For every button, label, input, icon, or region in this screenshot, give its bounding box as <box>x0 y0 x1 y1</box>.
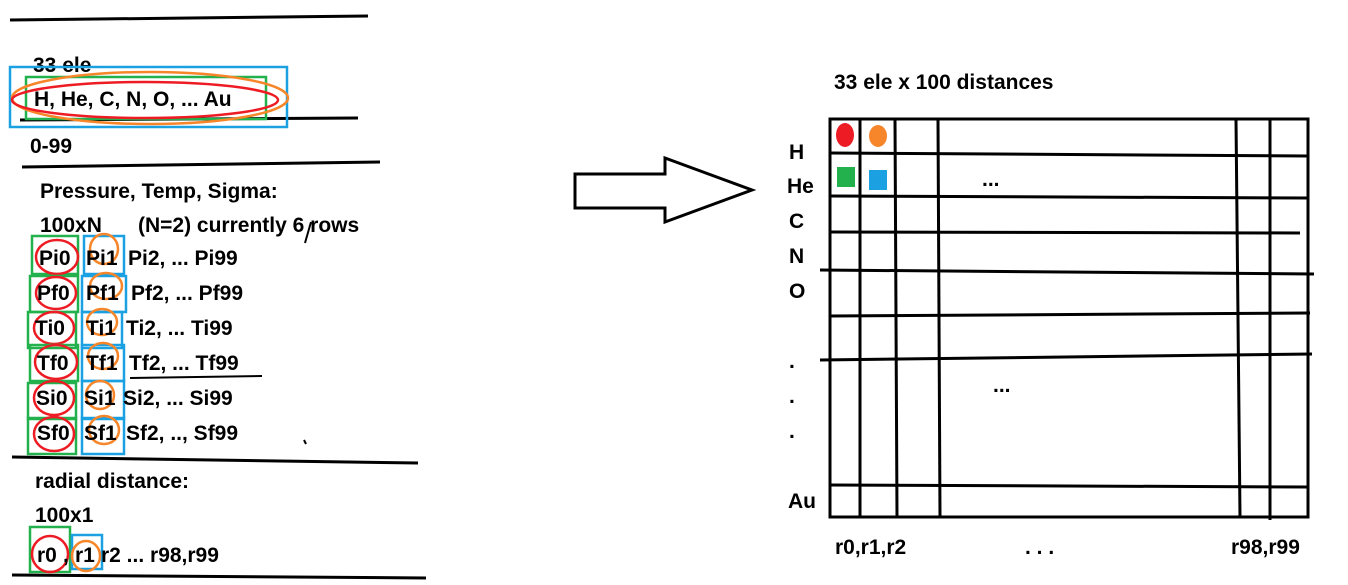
orange-ellipse <box>88 271 124 301</box>
right-panel: 33 ele x 100 distances H He <box>787 71 1315 559</box>
red-ellipse <box>32 379 76 417</box>
row-first-cell: Ti0 <box>35 317 65 340</box>
row-rest-cells: Ti2, ... Ti99 <box>126 317 233 340</box>
radial-separator: , <box>63 544 69 567</box>
row-rest-cells: Si2, ... Si99 <box>123 387 233 410</box>
red-ellipse <box>33 343 79 381</box>
index-range: 0-99 <box>30 135 72 158</box>
radial-second-cell: r1 <box>75 544 95 567</box>
row-second-cell: Si1 <box>84 387 116 410</box>
row-second-cell: Ti1 <box>86 317 116 340</box>
row-first-cell: Pi0 <box>39 247 71 270</box>
matrix-title: 33 ele x 100 distances <box>834 71 1054 94</box>
orange-ellipse <box>84 379 116 411</box>
row-label: Au <box>788 490 816 513</box>
radial-shape: 100x1 <box>35 504 94 527</box>
separator-line <box>11 455 419 465</box>
separator-line <box>9 14 369 22</box>
grid-row-line <box>829 230 1301 235</box>
pen-stroke <box>304 221 312 244</box>
inner-ellipsis: ... <box>993 374 1011 397</box>
radial-header: radial distance: <box>35 470 189 493</box>
table-row: Pf0 Pf1 Pf2, ... Pf99 <box>28 271 243 314</box>
row-second-cell: Sf1 <box>84 422 117 445</box>
grid-row-line <box>829 311 1311 318</box>
radial-row: r0 , r1 r2 ... r98,r99 <box>28 525 219 574</box>
green-marker <box>837 167 855 187</box>
grid-row-line <box>819 352 1313 362</box>
row-second-cell: Pi1 <box>86 247 118 270</box>
underline <box>129 375 263 379</box>
row-label: C <box>789 210 804 233</box>
orange-marker <box>869 125 887 147</box>
pen-stroke <box>303 439 307 445</box>
element-count: 33 ele <box>33 54 91 77</box>
blue-box <box>80 416 126 456</box>
row-label: O <box>789 280 805 303</box>
row-label: . <box>789 385 795 408</box>
table-row: Ti0 Ti1 Ti2, ... Ti99 <box>26 307 233 350</box>
row-first-cell: Pf0 <box>37 282 70 305</box>
red-ellipse <box>34 238 80 276</box>
row-label: He <box>787 175 814 198</box>
grid-row-line <box>829 151 1309 158</box>
grid-outer-border <box>828 117 1310 519</box>
row-label: . <box>789 420 795 443</box>
row-first-cell: Tf0 <box>37 352 69 375</box>
table-row: Si0 Si1 Si2, ... Si99 <box>26 379 233 421</box>
orange-ellipse <box>85 307 119 337</box>
row-rest-cells: Pi2, ... Pi99 <box>128 247 238 270</box>
orange-ellipse <box>88 232 120 266</box>
red-ellipse <box>34 275 78 311</box>
orange-ellipse <box>86 341 120 371</box>
separator-line <box>11 573 427 580</box>
blue-marker <box>869 170 887 190</box>
pressure-header: Pressure, Temp, Sigma: <box>40 180 278 203</box>
grid-col-line <box>936 118 942 518</box>
grid-col-line <box>893 118 899 518</box>
col-label-mid: . . . <box>1025 536 1054 559</box>
blue-box <box>80 310 124 350</box>
grid-col-line <box>1234 118 1242 518</box>
col-label-end: r98,r99 <box>1231 536 1300 559</box>
inner-ellipsis: ... <box>982 168 1000 191</box>
row-first-cell: Si0 <box>36 387 68 410</box>
red-ellipse <box>30 534 70 574</box>
row-rest-cells: Pf2, ... Pf99 <box>131 282 243 305</box>
right-arrow-icon <box>573 155 757 225</box>
matrix-grid <box>819 117 1315 520</box>
row-first-cell: Sf0 <box>37 422 70 445</box>
row-label: . <box>789 350 795 373</box>
red-ellipse <box>32 415 76 453</box>
red-marker <box>836 123 854 147</box>
col-label-start: r0,r1,r2 <box>835 536 906 559</box>
radial-first-cell: r0 <box>37 544 57 567</box>
row-rest-cells: Tf2, ... Tf99 <box>129 352 239 375</box>
orange-ellipse <box>87 414 121 446</box>
separator-line <box>21 160 381 169</box>
row-second-cell: Tf1 <box>86 352 118 375</box>
pressure-shape: 100xN <box>40 214 102 237</box>
row-label: N <box>789 245 804 268</box>
radial-rest-cells: r2 ... r98,r99 <box>101 544 219 567</box>
grid-row-line <box>819 268 1315 276</box>
pressure-note: (N=2) currently 6 rows <box>138 214 359 237</box>
orange-ellipse <box>70 539 102 573</box>
grid-row-line <box>829 194 1309 200</box>
left-panel: 33 ele H, He, C, N, O, ... Au 0-99 Press… <box>8 14 427 580</box>
element-list: H, He, C, N, O, ... Au <box>34 88 232 111</box>
element-red-ellipse <box>10 80 280 120</box>
table-row: Sf0 Sf1 Sf2, .., Sf99 <box>26 414 238 456</box>
row-label: H <box>789 141 804 164</box>
row-second-cell: Pf1 <box>86 282 119 305</box>
grid-row-line <box>829 483 1309 489</box>
row-rest-cells: Sf2, .., Sf99 <box>126 422 238 445</box>
table-row: Pi0 Pi1 Pi2, ... Pi99 <box>30 232 238 276</box>
